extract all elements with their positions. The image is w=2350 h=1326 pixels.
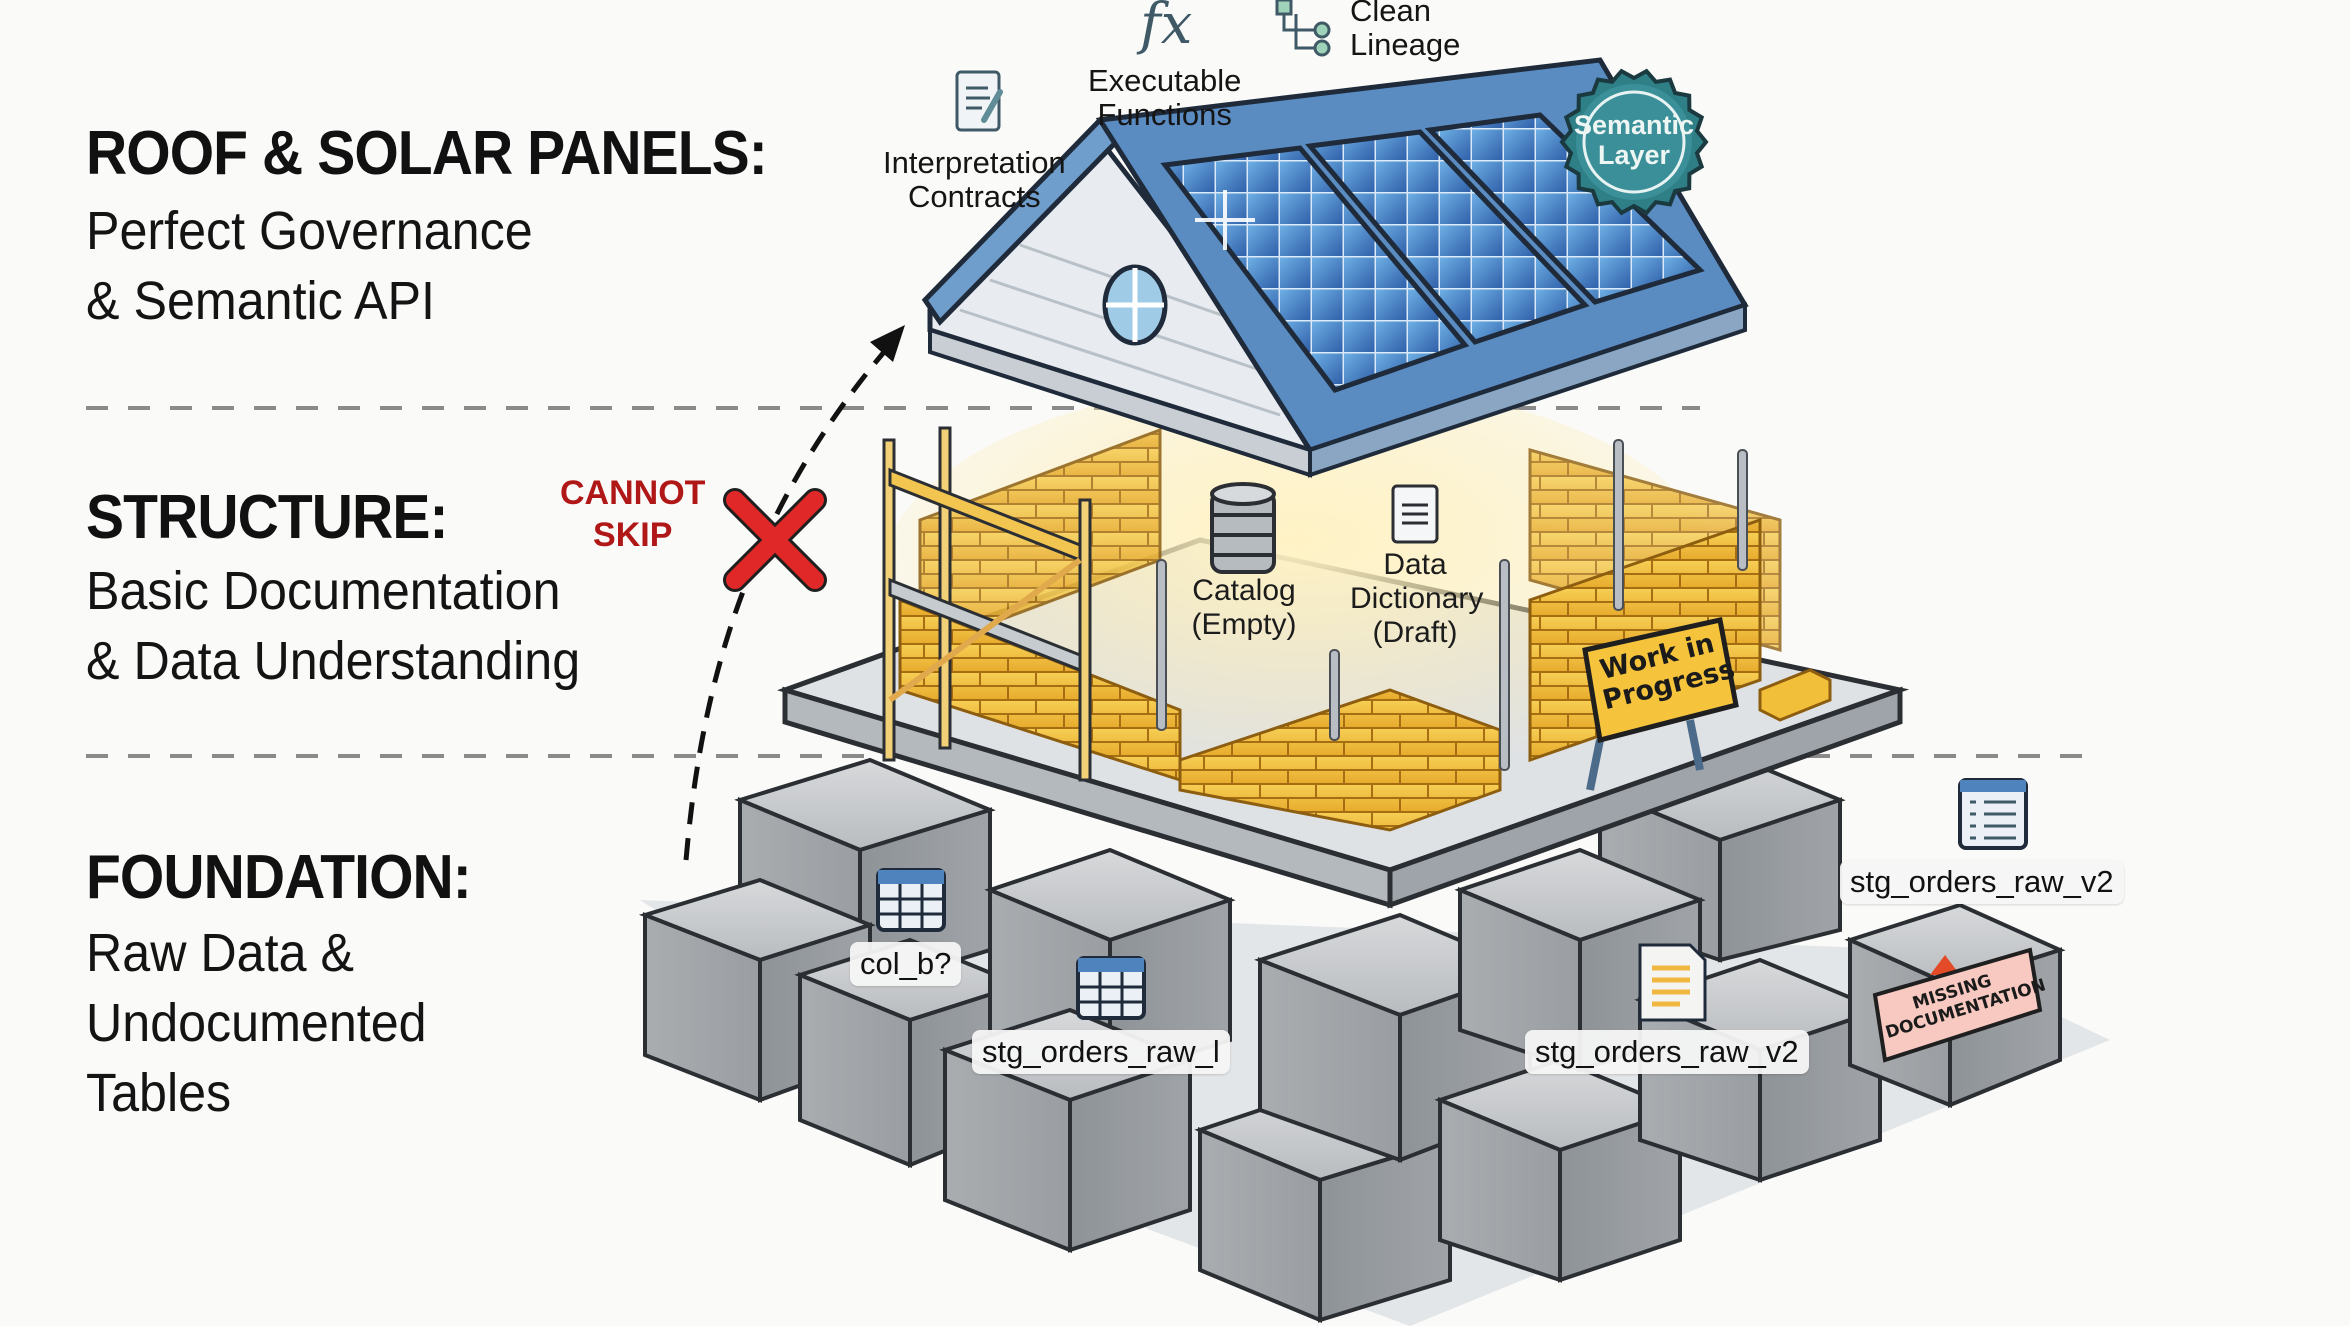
- executable-functions-label: Executable Functions: [1088, 64, 1241, 132]
- layer-description-line: Raw Data &: [86, 923, 354, 983]
- cannot-skip-line: SKIP: [593, 516, 673, 554]
- layer-description-line: & Semantic API: [86, 271, 435, 331]
- struct-label-line: Dictionary: [1350, 582, 1484, 615]
- layer-description-roof: Perfect Governance & Semantic API: [86, 196, 533, 336]
- struct-label-line: Data: [1383, 548, 1447, 581]
- layer-heading-roof: ROOF & SOLAR PANELS:: [86, 119, 768, 188]
- work-in-progress-sign: [1582, 616, 1739, 791]
- dashed-arrow-up-icon: [683, 343, 892, 861]
- feature-label-line: Interpretation: [883, 145, 1066, 180]
- layer-description-line: Tables: [86, 1063, 232, 1123]
- document-icon: [1391, 484, 1439, 544]
- yellow-document-icon: [1638, 943, 1707, 1022]
- layer-description-line: Undocumented: [86, 993, 427, 1053]
- fx-icon: fx: [1140, 0, 1193, 57]
- foundation-table-tag: col_b?: [850, 942, 962, 986]
- layer-heading-structure: STRUCTURE:: [86, 483, 448, 552]
- table-grid-icon: [876, 868, 946, 932]
- layer-description-foundation: Raw Data & Undocumented Tables: [86, 918, 427, 1128]
- sparkle-icon: [1195, 190, 1255, 250]
- badge-label-line: Layer: [1597, 140, 1671, 170]
- missing-documentation-sign: [1872, 947, 2043, 1063]
- badge-label-line: Semantic: [1573, 110, 1695, 140]
- semantic-layer-badge-icon: [1559, 68, 1709, 216]
- warning-triangle-icon: [1930, 955, 1960, 975]
- cannot-skip-label: CANNOT SKIP: [560, 472, 705, 556]
- layer-description-line: Basic Documentation: [86, 561, 561, 621]
- feature-label-line: Functions: [1097, 97, 1232, 132]
- layer-heading-foundation: FOUNDATION:: [86, 843, 472, 912]
- solar-panel: [1160, 145, 1470, 393]
- scaffolding: [882, 426, 1092, 782]
- feature-label-line: Contracts: [908, 179, 1041, 214]
- struct-label-line: (Draft): [1372, 616, 1458, 649]
- clean-lineage-label: Clean Lineage: [1350, 0, 1460, 62]
- feature-label-line: Clean: [1350, 0, 1431, 28]
- struct-label-line: Catalog: [1192, 574, 1296, 607]
- layer-description-line: Perfect Governance: [86, 201, 533, 261]
- feature-label-line: Executable: [1088, 63, 1242, 98]
- interpretation-contracts-label: Interpretation Contracts: [883, 146, 1066, 214]
- layer-description-line: & Data Understanding: [86, 631, 581, 691]
- solar-panels: [1160, 112, 1705, 393]
- cannot-skip-line: CANNOT: [560, 474, 706, 512]
- layer-description-structure: Basic Documentation & Data Understanding: [86, 556, 580, 696]
- list-table-icon: [1958, 778, 2028, 850]
- struct-label-line: (Empty): [1191, 608, 1297, 641]
- semantic-layer-badge-label: Semantic Layer: [1572, 110, 1696, 170]
- lineage-tree-icon: [1275, 0, 1331, 57]
- document-pen-icon: [955, 70, 1003, 132]
- solar-panel: [1424, 112, 1705, 305]
- solar-panel: [1305, 129, 1590, 345]
- foundation-table-tag: stg_orders_raw_v2: [1840, 860, 2124, 904]
- table-grid-icon: [1076, 956, 1146, 1020]
- database-icon: [1210, 482, 1276, 574]
- feature-label-line: Lineage: [1350, 27, 1461, 62]
- red-x-icon: [723, 488, 827, 592]
- rebar-posts: [1156, 439, 1748, 771]
- foundation-table-tag: stg_orders_raw_v2: [1525, 1030, 1809, 1074]
- catalog-label: Catalog (Empty): [1185, 574, 1303, 642]
- data-dictionary-label: Data Dictionary (Draft): [1350, 548, 1484, 650]
- foundation-table-tag: stg_orders_raw_l: [972, 1030, 1230, 1074]
